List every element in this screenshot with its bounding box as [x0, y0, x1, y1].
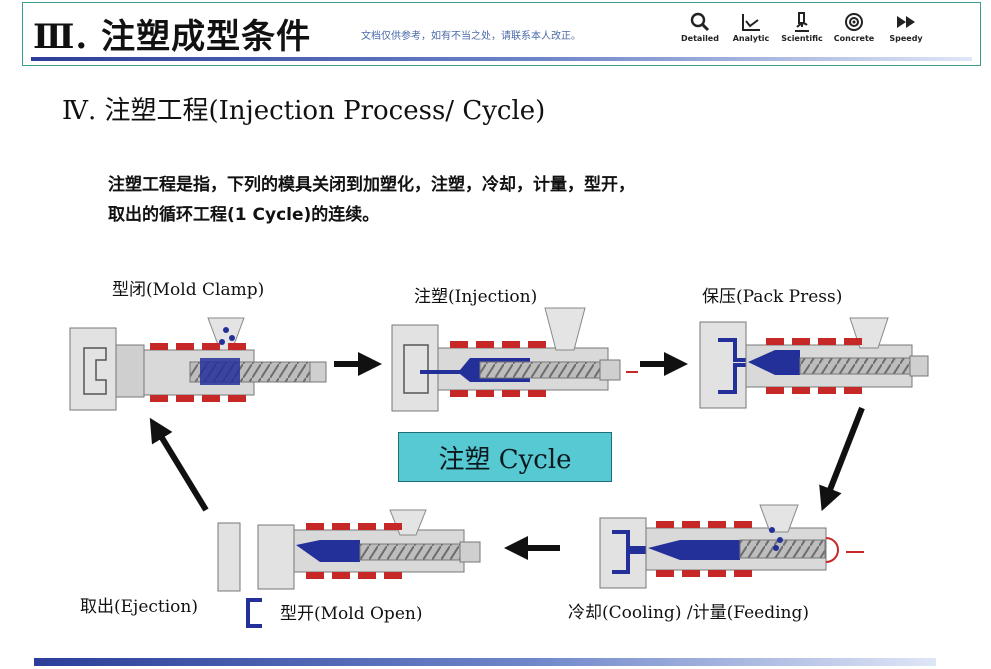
line-chart-icon — [742, 14, 760, 31]
nav-label: Analytic — [732, 34, 770, 43]
stage-label-injection: 注塑(Injection) — [414, 287, 538, 307]
cycle-box: 注塑 Cycle — [398, 432, 612, 482]
header-bar: Ⅲ. 注塑成型条件 文档仅供参考，如有不当之处，请联系本人改正。 Detaile… — [22, 2, 981, 66]
nav-scientific[interactable]: Scientific — [775, 11, 829, 43]
magnifier-icon — [690, 12, 710, 32]
intro-line-1: 注塑工程是指，下列的模具关闭到加塑化，注塑，冷却，计量，型开， — [108, 175, 635, 195]
flow-arrows — [149, 352, 865, 560]
nav-label: Scientific — [781, 34, 823, 43]
section-title: Ⅳ. 注塑工程(Injection Process/ Cycle) — [62, 96, 546, 126]
header-note: 文档仅供参考，如有不当之处，请联系本人改正。 — [361, 31, 581, 42]
nav-analytic[interactable]: Analytic — [724, 11, 778, 43]
footer-rule — [34, 658, 936, 666]
stage-label-pack-press: 保压(Pack Press) — [702, 287, 843, 307]
target-icon — [845, 13, 863, 31]
machine-mold-open — [217, 509, 481, 628]
machine-mold-clamp — [69, 317, 327, 411]
machine-pack-press — [699, 317, 929, 409]
nav-speedy[interactable]: Speedy — [879, 11, 933, 43]
nav-label: Speedy — [889, 34, 923, 43]
stage-label-mold-open: 型开(Mold Open) — [280, 604, 423, 624]
stage-label-mold-clamp: 型闭(Mold Clamp) — [112, 280, 265, 300]
header-rule — [31, 57, 972, 61]
header-title: Ⅲ. 注塑成型条件 — [33, 17, 312, 57]
intro-text: 注塑工程是指，下列的模具关闭到加塑化，注塑，冷却，计量，型开， 取出的循环工程(… — [108, 170, 635, 230]
stage-label-cooling-feeding: 冷却(Cooling) /计量(Feeding) — [568, 603, 809, 623]
nav-label: Detailed — [681, 34, 719, 43]
fast-forward-icon — [897, 16, 915, 28]
machine-injection — [391, 307, 638, 412]
microscope-icon — [795, 12, 809, 32]
nav-detailed[interactable]: Detailed — [673, 11, 727, 43]
machine-cooling-feeding — [599, 504, 864, 589]
intro-line-2: 取出的循环工程(1 Cycle)的连续。 — [108, 205, 380, 225]
nav-label: Concrete — [833, 34, 875, 43]
stage-label-ejection: 取出(Ejection) — [80, 597, 198, 617]
nav-concrete[interactable]: Concrete — [827, 11, 881, 43]
